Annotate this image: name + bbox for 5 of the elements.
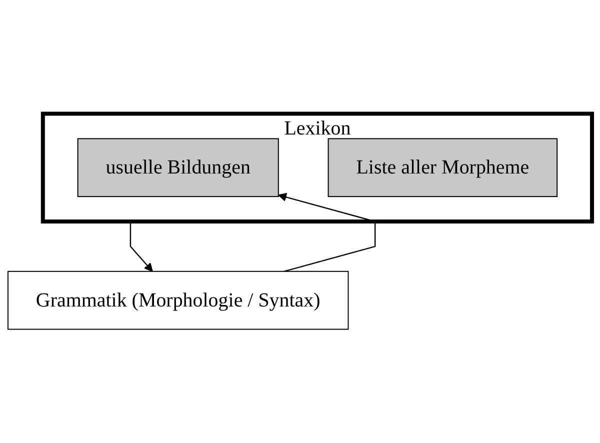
- arrow: [278, 192, 376, 272]
- node-box: Liste aller Morpheme: [328, 138, 558, 198]
- node-box: usuelle Bildungen: [77, 138, 279, 198]
- arrow: [130, 222, 153, 272]
- node-box: Grammatik (Morphologie / Syntax): [7, 270, 349, 330]
